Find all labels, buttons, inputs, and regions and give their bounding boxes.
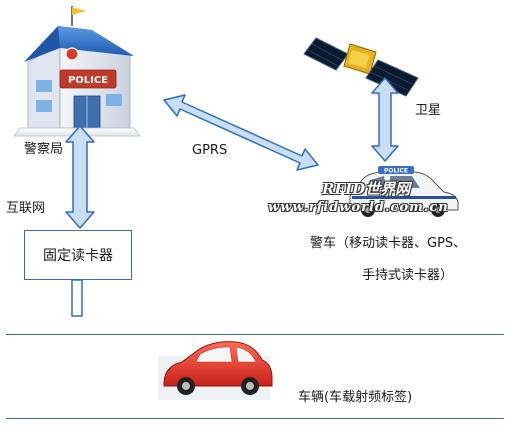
fixed-reader-connector xyxy=(71,279,83,317)
red-car-icon xyxy=(158,341,273,400)
police-station-label: 警察局 xyxy=(24,142,64,157)
police-station-icon: POLICE xyxy=(13,6,141,137)
section-divider-top xyxy=(6,334,504,335)
section-divider-bottom xyxy=(6,418,504,419)
satellite-label: 卫星 xyxy=(415,103,442,118)
watermark-title: RFID世界网 xyxy=(322,180,411,198)
gprs-link-arrow xyxy=(163,94,319,171)
police-car-label-line1: 警车（移动读卡器、GPS、 xyxy=(310,236,467,251)
fixed-reader-label: 固定读卡器 xyxy=(43,248,113,264)
internet-link-arrow xyxy=(65,125,95,229)
police-car-label-line2: 手持式读卡器） xyxy=(362,268,454,283)
police-car-icon: POLICE xyxy=(349,166,459,217)
satellite-icon xyxy=(303,37,419,97)
internet-label: 互联网 xyxy=(6,201,46,216)
gprs-label: GPRS xyxy=(192,143,228,158)
satellite-link-arrow xyxy=(371,77,399,162)
police-sign-text: POLICE xyxy=(68,75,108,86)
police-car-roof-text: POLICE xyxy=(384,168,408,175)
watermark-url: www.rfidworld.com.cn xyxy=(268,200,449,215)
vehicle-label: 车辆(车载射频标签) xyxy=(298,390,413,405)
fixed-reader-node: 固定读卡器 xyxy=(24,230,132,280)
